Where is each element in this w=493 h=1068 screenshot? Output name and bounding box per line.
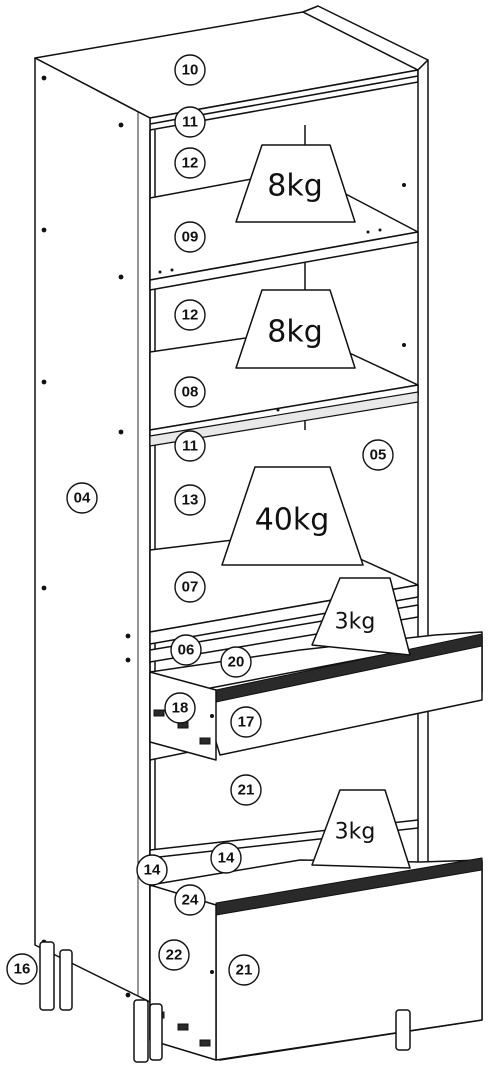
left-side-panel (34, 57, 151, 1003)
callout-04: 04 (66, 482, 98, 514)
svg-text:18: 18 (172, 700, 189, 717)
svg-text:21: 21 (236, 962, 253, 979)
svg-text:24: 24 (182, 892, 199, 909)
callout-13: 13 (174, 484, 206, 516)
callout-24: 24 (174, 884, 206, 916)
svg-text:11: 11 (182, 438, 198, 455)
svg-text:13: 13 (182, 492, 199, 509)
callout-12-top: 12 (174, 147, 206, 179)
svg-text:22: 22 (166, 947, 183, 964)
callout-06: 06 (170, 634, 202, 666)
callout-07: 07 (174, 571, 206, 603)
top-panel (34, 5, 429, 131)
svg-text:12: 12 (182, 155, 199, 172)
callout-11-top: 11 (174, 106, 206, 138)
callout-09: 09 (174, 221, 206, 253)
callout-14-left: 14 (136, 854, 168, 886)
callout-10: 10 (174, 54, 206, 86)
callout-05: 05 (362, 439, 394, 471)
svg-text:07: 07 (182, 579, 199, 596)
weight-middle-shelf: 8kg (235, 289, 356, 369)
weight-top-shelf-label: 8kg (267, 169, 323, 204)
svg-text:09: 09 (182, 229, 199, 246)
svg-text:05: 05 (370, 447, 387, 464)
part-callouts: 10 11 12 09 12 08 11 05 04 13 07 06 20 1… (6, 54, 394, 986)
svg-text:14: 14 (218, 850, 235, 867)
weight-upper-drawer: 3kg (311, 577, 411, 656)
weight-large-shelf-label: 40kg (255, 503, 330, 538)
weight-lower-drawer-label: 3kg (335, 820, 376, 845)
svg-text:11: 11 (182, 114, 198, 131)
svg-text:08: 08 (182, 384, 199, 401)
callout-17: 17 (230, 706, 262, 738)
weight-top-shelf: 8kg (235, 144, 356, 223)
svg-text:17: 17 (238, 714, 255, 731)
callout-18: 18 (164, 692, 196, 724)
callout-11-mid: 11 (174, 430, 206, 462)
svg-text:14: 14 (144, 862, 161, 879)
weight-lower-drawer: 3kg (311, 789, 411, 869)
weight-upper-drawer-label: 3kg (335, 610, 376, 635)
svg-text:20: 20 (228, 654, 245, 671)
callout-16: 16 (6, 953, 38, 985)
weight-large-shelf: 40kg (221, 466, 364, 566)
callout-20: 20 (220, 646, 252, 678)
callout-08: 08 (174, 376, 206, 408)
callout-21-mid: 21 (230, 774, 262, 806)
rail-11-mid (149, 391, 419, 447)
svg-text:12: 12 (182, 307, 199, 324)
callout-12-mid: 12 (174, 299, 206, 331)
svg-text:06: 06 (178, 642, 195, 659)
svg-text:10: 10 (182, 62, 199, 79)
weight-middle-shelf-label: 8kg (267, 315, 323, 350)
svg-text:21: 21 (238, 782, 255, 799)
legs (39, 941, 411, 1063)
callout-22: 22 (158, 939, 190, 971)
callout-21-bottom: 21 (228, 954, 260, 986)
svg-text:16: 16 (14, 961, 31, 978)
svg-text:04: 04 (74, 490, 91, 507)
callout-14-right: 14 (210, 842, 242, 874)
